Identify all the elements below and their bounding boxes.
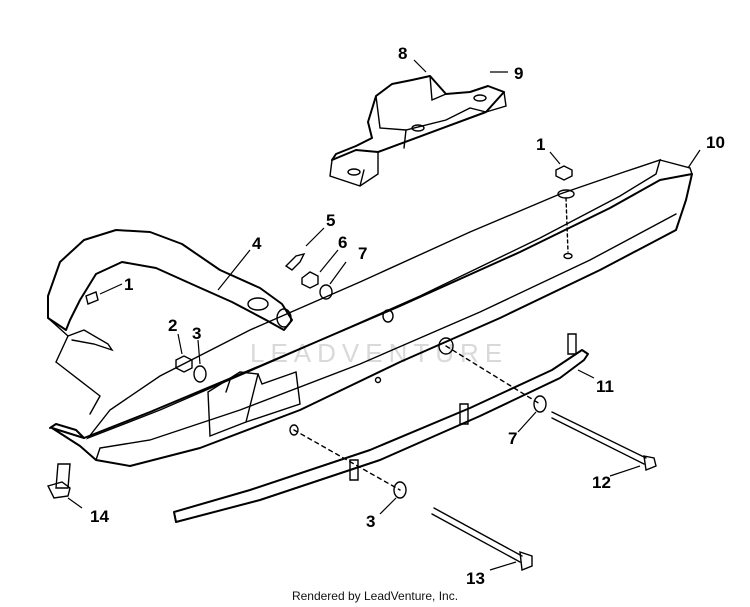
callout-6: 6 <box>338 233 347 252</box>
callout-10: 10 <box>706 133 725 152</box>
ski-loop-part <box>47 229 293 352</box>
footer-credit: Rendered by LeadVenture, Inc. <box>291 589 459 603</box>
leader-lines <box>67 59 701 571</box>
callout-4: 4 <box>252 234 262 253</box>
assembly-lines <box>55 335 541 491</box>
callout-5: 5 <box>326 211 335 230</box>
ski-tip <box>49 423 85 439</box>
callout-7-top: 7 <box>358 244 367 263</box>
ski-saddle-part <box>329 75 507 187</box>
callout-1-left: 1 <box>124 275 133 294</box>
callout-12: 12 <box>592 473 611 492</box>
callout-11: 11 <box>596 377 614 396</box>
callout-9: 9 <box>514 64 523 83</box>
callouts: 8 9 1 10 1 4 5 6 7 2 3 11 7 12 3 13 14 <box>90 44 725 588</box>
callout-3-top: 3 <box>192 324 201 343</box>
callout-14: 14 <box>90 507 109 526</box>
callout-8: 8 <box>398 44 407 63</box>
callout-13: 13 <box>466 569 485 588</box>
callout-7-bottom: 7 <box>508 429 517 448</box>
callout-1-top: 1 <box>536 135 545 154</box>
callout-2: 2 <box>168 316 177 335</box>
wear-bar-part <box>173 349 589 523</box>
hardware <box>46 165 657 571</box>
callout-3-bottom: 3 <box>366 512 375 531</box>
ski-body <box>51 158 693 467</box>
